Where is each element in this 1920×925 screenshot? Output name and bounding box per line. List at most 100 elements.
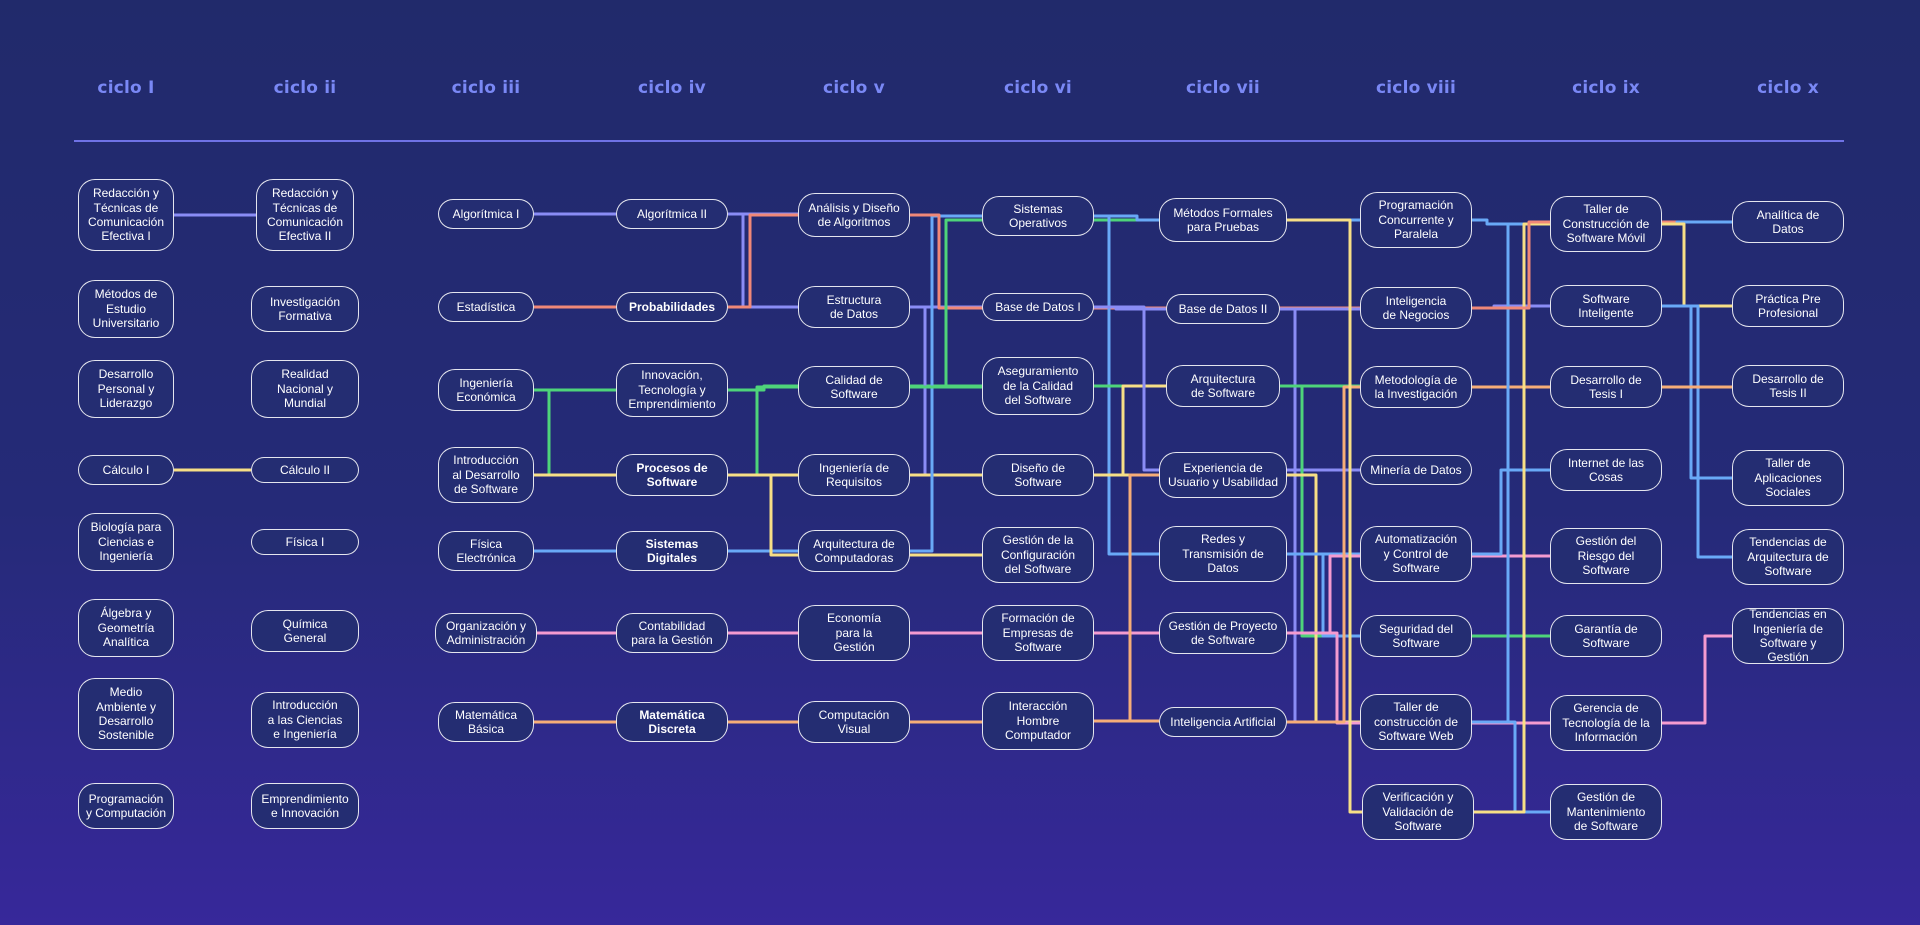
prerequisite-link-c7-3-to-c8-6 [1280, 384, 1360, 638]
cycle-heading: ciclo I [97, 78, 155, 98]
course-node-c3-1[interactable]: Algorítmica I [438, 199, 534, 229]
course-node-c2-4[interactable]: Cálculo II [251, 457, 359, 483]
course-node-c4-1[interactable]: Algorítmica II [616, 199, 728, 229]
course-node-c8-4[interactable]: Minería de Datos [1360, 455, 1472, 485]
course-node-c6-2[interactable]: Base de Datos I [982, 293, 1094, 321]
prerequisite-link-c8-8-to-c9-1 [1474, 222, 1550, 814]
course-node-c7-7[interactable]: Inteligencia Artificial [1159, 707, 1287, 737]
prerequisite-link-c8-7-to-c9-8 [1472, 720, 1550, 814]
course-node-c2-5[interactable]: Física I [251, 529, 359, 555]
course-label: Algorítmica I [452, 206, 520, 221]
course-node-c7-2[interactable]: Base de Datos II [1166, 294, 1280, 324]
cycle-heading: ciclo ii [273, 78, 337, 98]
prerequisite-link-c6-4-to-c7-3 [1094, 384, 1166, 477]
course-node-c1-4[interactable]: Cálculo I [78, 455, 174, 485]
course-node-c4-2[interactable]: Probabilidades [616, 292, 728, 322]
cycle-heading: ciclo vi [1004, 78, 1072, 98]
cycle-heading: ciclo viii [1376, 78, 1456, 98]
course-node-c3-2[interactable]: Estadística [438, 292, 534, 322]
